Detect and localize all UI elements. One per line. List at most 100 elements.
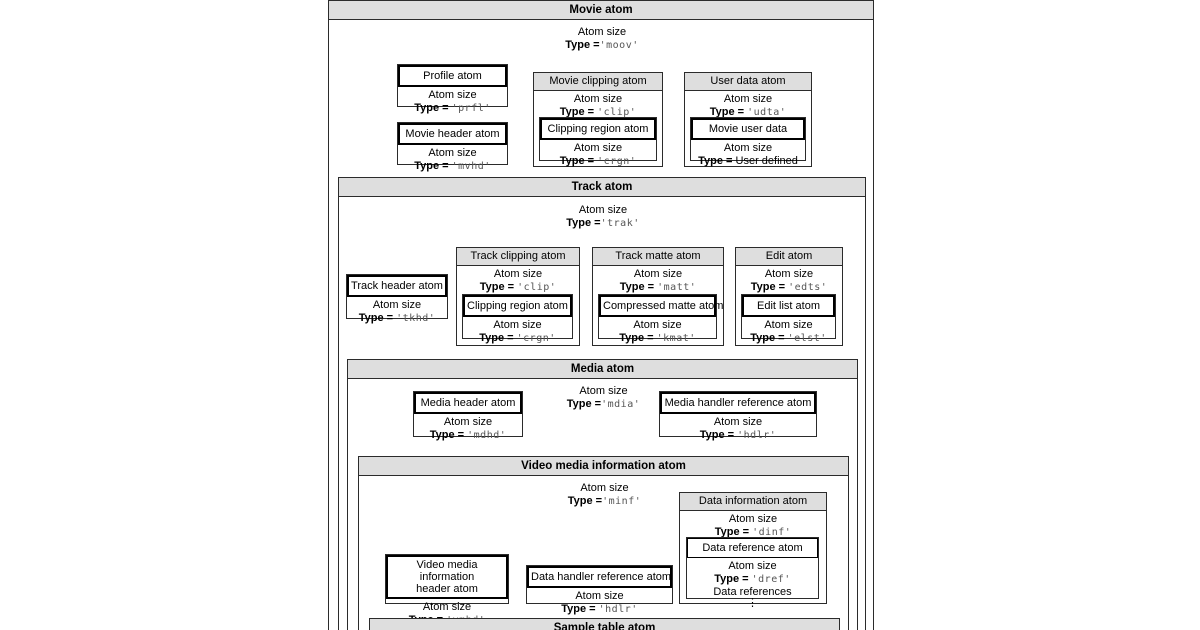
track-header-atom-body: Atom size Type = 'tkhd': [347, 297, 447, 328]
data-reference-atom-type-value: 'dref': [751, 573, 791, 585]
data-handler-reference-atom[interactable]: Data handler reference atom Atom size Ty…: [526, 565, 673, 615]
movie-clipping-atom-title: Movie clipping atom: [534, 73, 662, 91]
edit-list-atom[interactable]: Edit list atom Atom size Type = 'elst': [741, 294, 836, 344]
video-media-information-header-atom[interactable]: Video media information header atom Atom…: [385, 554, 509, 626]
edit-list-atom-size-label: Atom size: [764, 319, 813, 331]
movie-clipping-atom-type-label: Type =: [559, 105, 595, 118]
clipping-region-atom-title: Clipping region atom: [540, 118, 656, 140]
track-atom-body: Atom size Type ='trak' Track header atom…: [339, 197, 865, 630]
data-information-atom-type-label: Type =: [714, 525, 750, 538]
profile-atom-body: Atom size Type = 'prfl': [398, 87, 507, 118]
track-matte-atom-type-value: 'matt': [657, 281, 697, 293]
data-reference-atom-title: Data reference atom: [687, 538, 818, 558]
movie-clipping-atom-size-label: Atom size: [573, 93, 623, 105]
profile-atom-title: Profile atom: [398, 65, 507, 87]
media-handler-reference-atom-size-label: Atom size: [713, 416, 763, 428]
data-handler-reference-atom-type-label: Type =: [561, 602, 596, 615]
track-clipping-atom[interactable]: Track clipping atom Atom size Type = 'cl…: [456, 247, 580, 346]
media-atom-container: Media atom Atom size Type ='mdia' Media …: [347, 359, 858, 630]
media-handler-reference-atom-title: Media handler reference atom: [660, 392, 816, 414]
track-atom-size-label: Atom size: [578, 204, 628, 216]
movie-header-atom-body: Atom size Type = 'mvhd': [398, 145, 507, 176]
vmi-header-atom-title-line1: Video media information: [416, 559, 478, 583]
data-handler-reference-atom-title: Data handler reference atom: [527, 566, 672, 588]
track-clipping-atom-title: Track clipping atom: [457, 248, 579, 266]
movie-atom-type-line: Type ='moov': [329, 39, 875, 53]
edit-atom-type-label: Type =: [750, 280, 786, 293]
track-clipping-atom-type-label: Type =: [479, 280, 515, 293]
vmi-header-atom-title-line2: header atom: [416, 583, 478, 595]
track-atom-size-type: Atom size Type ='trak': [339, 204, 867, 230]
video-media-information-atom-body: Atom size Type ='minf' Video media infor…: [359, 476, 848, 630]
compressed-matte-atom-type-label: Type =: [619, 331, 654, 344]
video-media-information-atom-size-type: Atom size Type ='minf': [359, 482, 850, 508]
edit-list-atom-title: Edit list atom: [742, 295, 835, 317]
clipping-region-atom-type-value: 'crgn': [516, 332, 556, 344]
media-atom-header: Media atom: [348, 360, 857, 379]
track-header-atom-type-label: Type =: [358, 311, 394, 324]
media-handler-reference-atom[interactable]: Media handler reference atom Atom size T…: [659, 391, 817, 441]
profile-atom[interactable]: Profile atom Atom size Type = 'prfl': [397, 64, 508, 114]
track-matte-atom-size-label: Atom size: [633, 268, 683, 280]
clipping-region-atom-body: Atom size Type = 'crgn': [540, 140, 656, 171]
media-header-atom[interactable]: Media header atom Atom size Type = 'mdhd…: [413, 391, 523, 441]
clipping-region-atom[interactable]: Clipping region atom Atom size Type = 'c…: [462, 294, 573, 344]
compressed-matte-atom[interactable]: Compressed matte atom Atom size Type = '…: [598, 294, 723, 344]
vmi-atom-type-label: Type =: [567, 494, 603, 507]
movie-atom-header: Movie atom: [329, 1, 873, 20]
movie-header-atom-size-label: Atom size: [428, 147, 477, 159]
track-atom-container: Track atom Atom size Type ='trak' Track …: [338, 177, 866, 630]
vmi-atom-size-label: Atom size: [580, 482, 629, 494]
data-reference-atom-ellipsis: ⋮: [747, 596, 758, 609]
movie-user-data-body: Atom size Type = User defined: [691, 140, 805, 170]
clipping-region-atom[interactable]: Clipping region atom Atom size Type = 'c…: [539, 117, 657, 167]
movie-clipping-atom[interactable]: Movie clipping atom Atom size Type = 'cl…: [533, 72, 663, 167]
media-header-atom-type-label: Type =: [429, 428, 465, 441]
media-header-atom-size-label: Atom size: [443, 416, 493, 428]
movie-atom-body: Atom size Type ='moov' Profile atom Atom…: [329, 20, 873, 630]
media-header-atom-type-value: 'mdhd': [467, 429, 507, 441]
clipping-region-atom-body: Atom size Type = 'crgn': [463, 317, 572, 348]
edit-atom[interactable]: Edit atom Atom size Type = 'edts' Edit l…: [735, 247, 843, 346]
track-header-atom-type-value: 'tkhd': [396, 312, 436, 324]
media-atom-size-label: Atom size: [579, 385, 628, 397]
media-atom-body: Atom size Type ='mdia' Media header atom…: [348, 379, 857, 630]
movie-user-data[interactable]: Movie user data Atom size Type = User de…: [690, 117, 806, 167]
track-matte-atom-type-label: Type =: [619, 280, 655, 293]
data-information-atom-type-value: 'dinf': [752, 526, 792, 538]
track-header-atom-size-label: Atom size: [372, 299, 422, 311]
user-data-atom-size-label: Atom size: [723, 93, 773, 105]
data-information-atom[interactable]: Data information atom Atom size Type = '…: [679, 492, 827, 608]
data-reference-atom-type-label: Type =: [714, 572, 749, 585]
track-clipping-atom-size-label: Atom size: [493, 268, 543, 280]
user-data-atom[interactable]: User data atom Atom size Type = 'udta' M…: [684, 72, 812, 167]
movie-atom-type-label: Type =: [565, 38, 600, 51]
movie-clipping-atom-body: Atom size Type = 'clip': [534, 91, 662, 122]
media-header-atom-title: Media header atom: [414, 392, 522, 414]
movie-atom-size-type: Atom size Type ='moov': [329, 26, 875, 52]
user-data-atom-title: User data atom: [685, 73, 811, 91]
track-header-atom[interactable]: Track header atom Atom size Type = 'tkhd…: [346, 274, 448, 324]
track-clipping-atom-body: Atom size Type = 'clip': [457, 266, 579, 297]
movie-clipping-atom-type-value: 'clip': [597, 106, 637, 118]
video-media-information-atom-container: Video media information atom Atom size T…: [358, 456, 849, 630]
track-clipping-atom-type-value: 'clip': [517, 281, 557, 293]
movie-header-atom[interactable]: Movie header atom Atom size Type = 'mvhd…: [397, 122, 508, 172]
compressed-matte-atom-title: Compressed matte atom: [599, 295, 723, 317]
data-reference-atom[interactable]: Data reference atom Atom size Type = 'dr…: [686, 537, 819, 608]
movie-header-atom-type-value: 'mvhd': [451, 160, 491, 172]
sample-table-atom-header: Sample table atom: [370, 619, 839, 630]
compressed-matte-atom-type-value: 'kmat': [656, 332, 696, 344]
media-atom-size-type: Atom size Type ='mdia': [348, 385, 859, 411]
edit-atom-title: Edit atom: [736, 248, 842, 266]
track-matte-atom-title: Track matte atom: [593, 248, 723, 266]
edit-atom-type-value: 'edts': [788, 281, 828, 293]
profile-atom-size-label: Atom size: [428, 89, 477, 101]
movie-user-data-type-label: Type =: [698, 154, 733, 167]
data-reference-atom-body: Atom size Type = 'dref' Data references …: [687, 558, 818, 610]
movie-user-data-title: Movie user data: [691, 118, 805, 140]
track-matte-atom[interactable]: Track matte atom Atom size Type = 'matt'…: [592, 247, 724, 346]
compressed-matte-atom-body: Atom size Type = 'kmat': [599, 317, 716, 348]
track-atom-type-value: 'trak': [600, 217, 640, 229]
movie-header-atom-type-label: Type =: [414, 159, 449, 172]
